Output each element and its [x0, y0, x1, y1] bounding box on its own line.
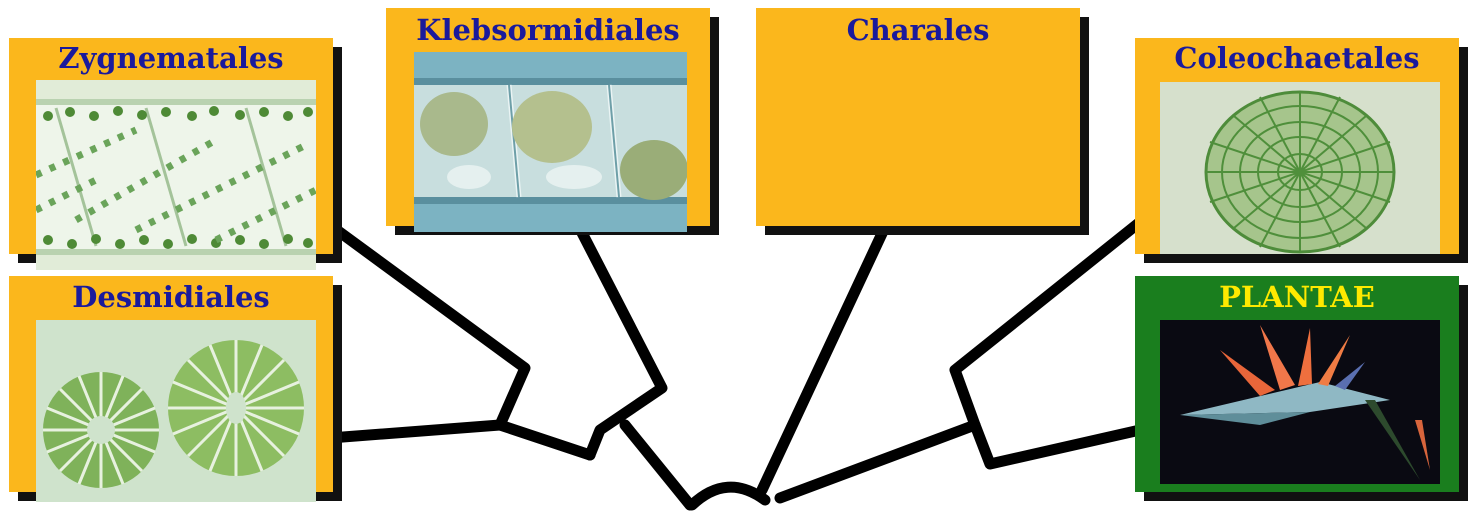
- branch-klebsormidiales: [572, 219, 668, 461]
- node-zygnematales: Zygnematales: [9, 38, 333, 270]
- node-label-coleochaetales: Coleochaetales: [1174, 41, 1420, 75]
- node-plantae: PLANTAE: [1135, 276, 1459, 492]
- node-desmidiales: Desmidiales: [9, 276, 333, 502]
- node-label-plantae: PLANTAE: [1219, 280, 1375, 314]
- node-label-desmidiales: Desmidiales: [72, 280, 270, 314]
- node-label-zygnematales: Zygnematales: [58, 41, 284, 75]
- photo-plantae: [1160, 320, 1440, 484]
- node-klebsormidiales: Klebsormidiales: [386, 8, 710, 232]
- branch-zygnematales: [324, 219, 596, 461]
- root-node: [686, 481, 771, 511]
- photo-zygnematales: [36, 80, 316, 270]
- node-charales: Charales: [756, 8, 1080, 226]
- branch-stem-left: [619, 419, 696, 511]
- branch-coleochaetales: [774, 216, 1146, 504]
- photo-klebsormidiales: [414, 52, 687, 232]
- photo-coleochaetales: [1160, 82, 1440, 254]
- node-coleochaetales: Coleochaetales: [1135, 38, 1459, 254]
- branch-desmidiales: [324, 419, 506, 444]
- photo-desmidiales: [36, 320, 316, 502]
- branch-plantae: [969, 419, 1146, 470]
- node-label-klebsormidiales: Klebsormidiales: [416, 13, 680, 47]
- node-label-charales: Charales: [846, 13, 990, 47]
- branch-charales: [756, 219, 892, 496]
